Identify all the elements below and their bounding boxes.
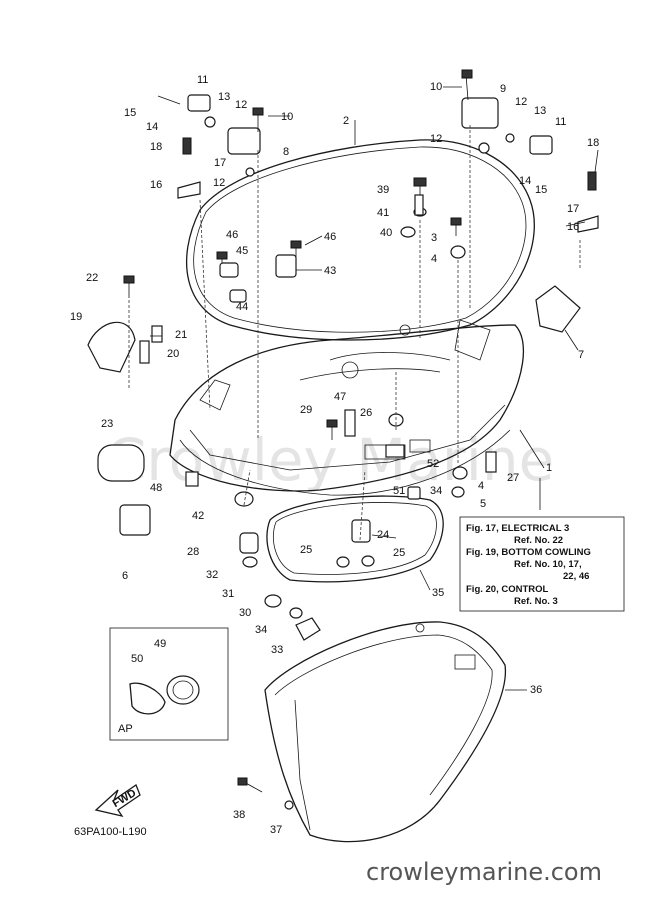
callout: 9 xyxy=(500,83,506,95)
footer-site: crowleymarine.com xyxy=(366,858,602,886)
callout: 36 xyxy=(530,684,542,696)
callout: 29 xyxy=(300,404,312,416)
callout: 52 xyxy=(427,458,439,470)
callout: 12 xyxy=(213,177,225,189)
callout: 12 xyxy=(235,99,247,111)
callout: 10 xyxy=(281,111,293,123)
callout: 17 xyxy=(567,203,579,215)
ap-label: AP xyxy=(118,723,133,735)
callout: 44 xyxy=(236,301,248,313)
callout: 14 xyxy=(519,175,531,187)
callout: 11 xyxy=(555,116,566,128)
guide-lines xyxy=(128,125,581,541)
callout: 18 xyxy=(587,137,599,149)
callout: 25 xyxy=(300,544,312,556)
callout: 30 xyxy=(239,607,251,619)
callout: 24 xyxy=(377,529,389,541)
fwd-label: FWD xyxy=(111,787,139,810)
bolts xyxy=(123,69,473,793)
callout: 40 xyxy=(380,227,392,239)
callout: 31 xyxy=(222,588,234,600)
callout: 4 xyxy=(431,253,437,265)
ref-line-6: Fig. 20, CONTROL xyxy=(466,584,549,595)
callout: 7 xyxy=(578,349,584,361)
callout: 43 xyxy=(324,265,336,277)
callout: 2 xyxy=(343,115,349,127)
callout: 28 xyxy=(187,546,199,558)
ref-line-2: Ref. No. 22 xyxy=(514,535,563,546)
callout-labels: 11 15 14 13 12 10 18 17 8 12 16 10 9 12 … xyxy=(70,74,599,836)
callout: 5 xyxy=(480,498,486,510)
callout: 20 xyxy=(167,348,179,360)
callout: 13 xyxy=(218,91,230,103)
callout: 46 xyxy=(226,229,238,241)
apron-seal xyxy=(266,495,444,583)
callout: 35 xyxy=(432,587,444,599)
bottom-cowling xyxy=(169,319,525,496)
cowling-seal xyxy=(186,139,535,341)
callout: 1 xyxy=(546,462,552,474)
callout: 10 xyxy=(430,81,442,93)
callout: 3 xyxy=(431,232,437,244)
callout: 15 xyxy=(124,107,136,119)
callout: 26 xyxy=(360,407,372,419)
callout: 39 xyxy=(377,184,389,196)
callout: 27 xyxy=(507,472,519,484)
callout: 50 xyxy=(131,653,143,665)
fwd-arrow: FWD xyxy=(94,784,141,818)
reference-box: Fig. 17, ELECTRICAL 3 Ref. No. 22 Fig. 1… xyxy=(459,516,625,612)
callout: 48 xyxy=(150,482,162,494)
callout: 51 xyxy=(393,485,405,497)
left-side-parts xyxy=(87,194,581,810)
diagram-code: 63PA100-L190 xyxy=(74,826,147,838)
hinge-right xyxy=(461,97,599,233)
callout: 22 xyxy=(86,272,98,284)
callout: 17 xyxy=(214,157,226,169)
ref-line-3: Fig. 19, BOTTOM COWLING xyxy=(466,547,591,558)
callout: 41 xyxy=(377,207,389,219)
callout: 4 xyxy=(478,480,484,492)
callout-leaders xyxy=(150,86,599,691)
callout: 34 xyxy=(255,624,267,636)
callout: 46 xyxy=(324,231,336,243)
callout: 38 xyxy=(233,809,245,821)
callout: 21 xyxy=(175,329,187,341)
callout: 14 xyxy=(146,121,158,133)
apron xyxy=(264,621,507,843)
callout: 49 xyxy=(154,638,166,650)
callout: 25 xyxy=(393,547,405,559)
callout: 12 xyxy=(515,96,527,108)
ap-inset: AP xyxy=(109,627,229,741)
callout: 47 xyxy=(334,391,346,403)
watermark: Crowley Marine xyxy=(106,426,555,494)
callout: 6 xyxy=(122,570,128,582)
callout: 23 xyxy=(101,418,113,430)
callout: 16 xyxy=(567,221,579,233)
callout: 11 xyxy=(197,74,208,86)
ref-line-4: Ref. No. 10, 17, xyxy=(514,559,582,570)
ref-line-5: 22, 46 xyxy=(563,571,589,582)
callout: 8 xyxy=(283,146,289,158)
callout: 45 xyxy=(236,245,248,257)
callout: 32 xyxy=(206,569,218,581)
callout: 12 xyxy=(430,133,442,145)
callout: 16 xyxy=(150,179,162,191)
hinge-left xyxy=(157,94,261,199)
callout: 13 xyxy=(534,105,546,117)
callout: 19 xyxy=(70,311,82,323)
callout: 18 xyxy=(150,141,162,153)
ref-line-1: Fig. 17, ELECTRICAL 3 xyxy=(466,523,569,534)
callout: 34 xyxy=(430,485,442,497)
callout: 42 xyxy=(192,510,204,522)
callout: 37 xyxy=(270,824,282,836)
callout: 15 xyxy=(535,184,547,196)
callout: 33 xyxy=(271,644,283,656)
ref-line-7: Ref. No. 3 xyxy=(514,596,558,607)
